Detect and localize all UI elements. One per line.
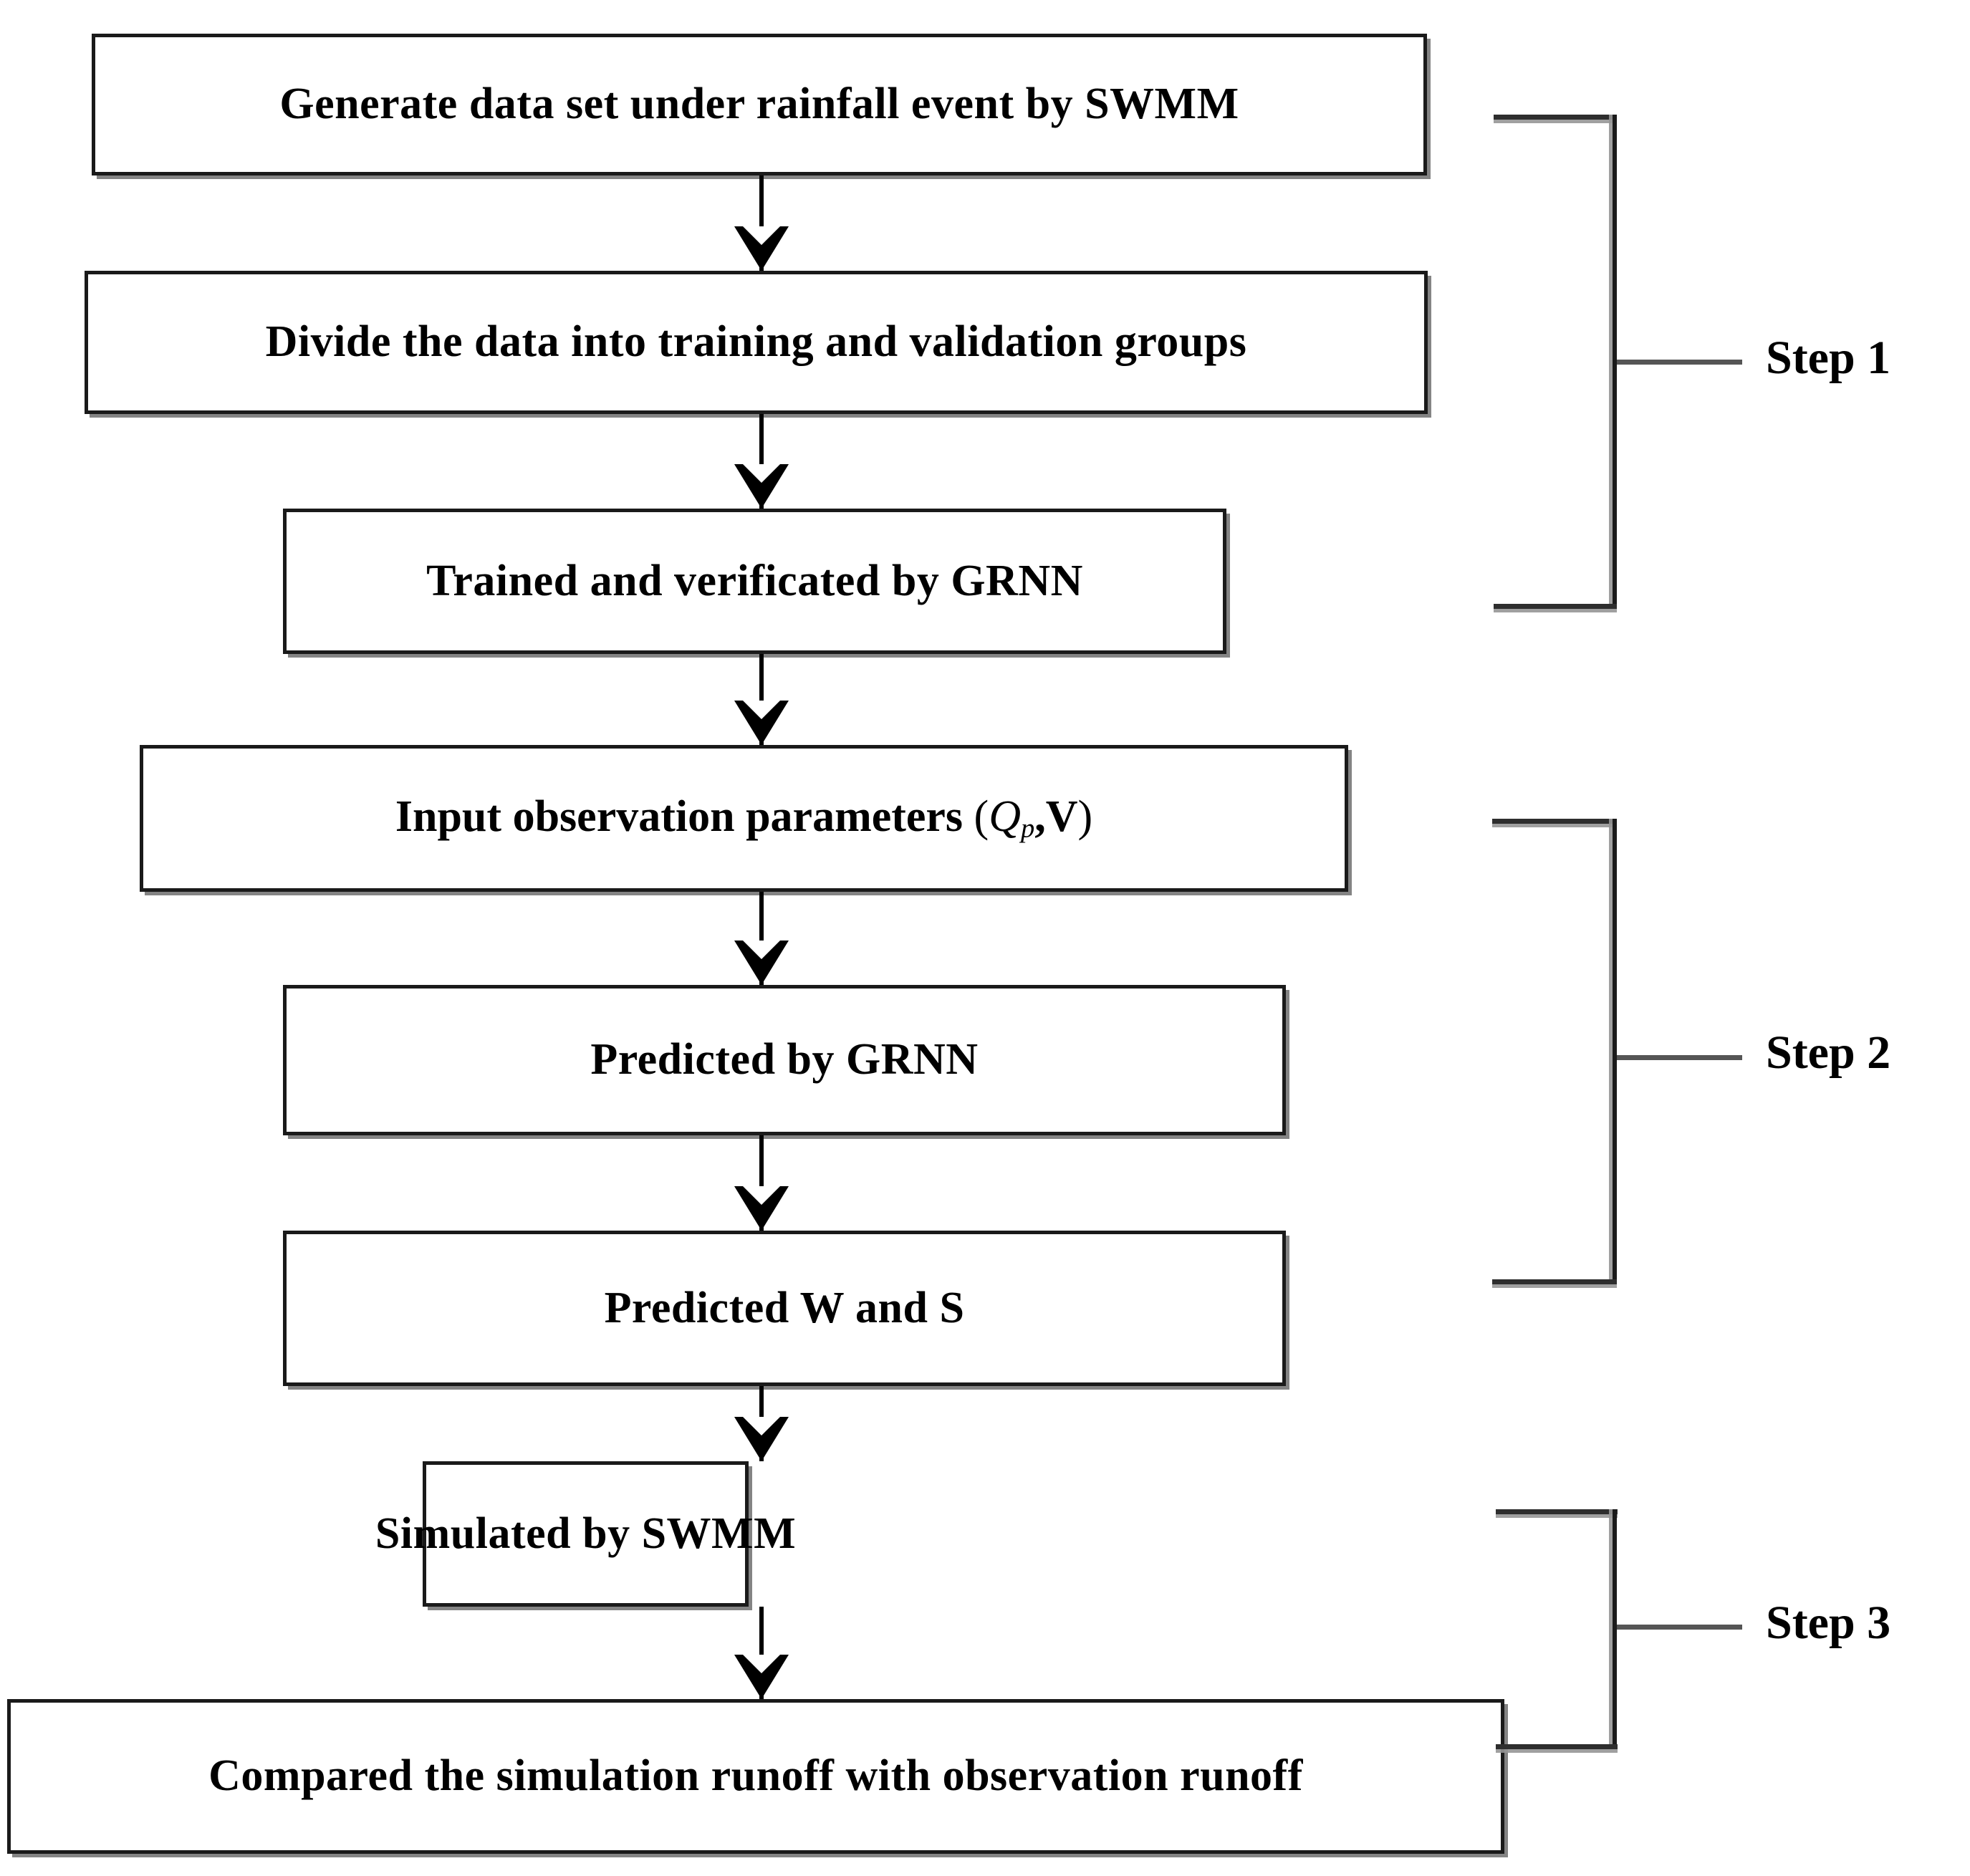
- flow-node-label: Generate data set under rainfall event b…: [279, 80, 1239, 129]
- bracket-step1-tick: [1617, 360, 1742, 365]
- connector-n7-n8: [759, 1607, 764, 1699]
- flow-node-simulated-by-swmm[interactable]: Simulated by SWMM: [375, 1461, 796, 1607]
- flow-node-divide-data[interactable]: Divide the data into training and valida…: [85, 271, 1428, 414]
- flow-node-compared-runoff[interactable]: Compared the simulation runoff with obse…: [7, 1699, 1504, 1854]
- bracket-step3-spine: [1613, 1509, 1617, 1749]
- arrowhead-notch-n3-n4: [743, 701, 780, 719]
- flow-node-input-observation-parameters[interactable]: Input observation parameters (Qp,V): [140, 745, 1348, 892]
- flow-node-label: Predicted by GRNN: [590, 1035, 979, 1084]
- bracket-step2-top-arm: [1492, 819, 1617, 824]
- bracket-step3-top-arm: [1496, 1509, 1618, 1514]
- flow-node-label: Divide the data into training and valida…: [265, 317, 1247, 367]
- connector-n5-n6: [759, 1135, 764, 1231]
- arrowhead-notch-n6-n7: [743, 1417, 780, 1435]
- math-separator: ,: [1034, 792, 1046, 842]
- flow-node-label: Predicted W and S: [604, 1283, 965, 1332]
- arrowhead-notch-n4-n5: [743, 941, 780, 959]
- step-label-3: Step 3: [1766, 1597, 1891, 1649]
- bracket-step3-bottom-arm: [1496, 1744, 1618, 1749]
- flow-node-predicted-w-and-s[interactable]: Predicted W and S: [283, 1231, 1286, 1386]
- step-label-2: Step 2: [1766, 1026, 1891, 1079]
- connector-n2-n3: [759, 414, 764, 509]
- arrowhead-notch-n5-n6: [743, 1186, 780, 1205]
- bracket-step2-spine: [1613, 819, 1617, 1284]
- bracket-step2-bottom-arm: [1492, 1279, 1617, 1284]
- math-variable-q: Q: [989, 792, 1021, 842]
- arrowhead-notch-n2-n3: [743, 464, 780, 483]
- bracket-step1-bottom-arm: [1494, 604, 1617, 609]
- bracket-step2-tick: [1617, 1055, 1742, 1060]
- math-paren-open: (: [974, 792, 989, 842]
- math-subscript-p: p: [1020, 813, 1035, 844]
- arrowhead-notch-n7-n8: [743, 1655, 780, 1673]
- arrowhead-notch-n1-n2: [743, 226, 780, 245]
- step-label-1: Step 1: [1766, 332, 1891, 384]
- flow-node-label: Compared the simulation runoff with obse…: [208, 1751, 1303, 1801]
- flow-node-label-text: Input observation parameters: [395, 792, 964, 842]
- math-paren-close: ): [1077, 792, 1093, 842]
- flow-node-trained-verificated-grnn[interactable]: Trained and verificated by GRNN: [283, 509, 1226, 654]
- math-expression: (Qp,V): [963, 792, 1093, 844]
- flow-node-label: Input observation parameters (Qp,V): [395, 794, 1092, 843]
- bracket-step1-top-arm: [1494, 115, 1617, 120]
- flow-node-label: Simulated by SWMM: [375, 1509, 797, 1558]
- flow-node-predicted-by-grnn[interactable]: Predicted by GRNN: [283, 985, 1286, 1135]
- math-variable-v: V: [1045, 792, 1078, 842]
- bracket-step3-tick: [1617, 1625, 1742, 1630]
- connector-n1-n2: [759, 175, 764, 271]
- connector-n4-n5: [759, 892, 764, 985]
- connector-n3-n4: [759, 654, 764, 745]
- flow-node-label: Trained and verificated by GRNN: [426, 556, 1083, 605]
- flow-node-generate-data-set[interactable]: Generate data set under rainfall event b…: [92, 34, 1427, 175]
- bracket-step1-spine: [1613, 115, 1617, 609]
